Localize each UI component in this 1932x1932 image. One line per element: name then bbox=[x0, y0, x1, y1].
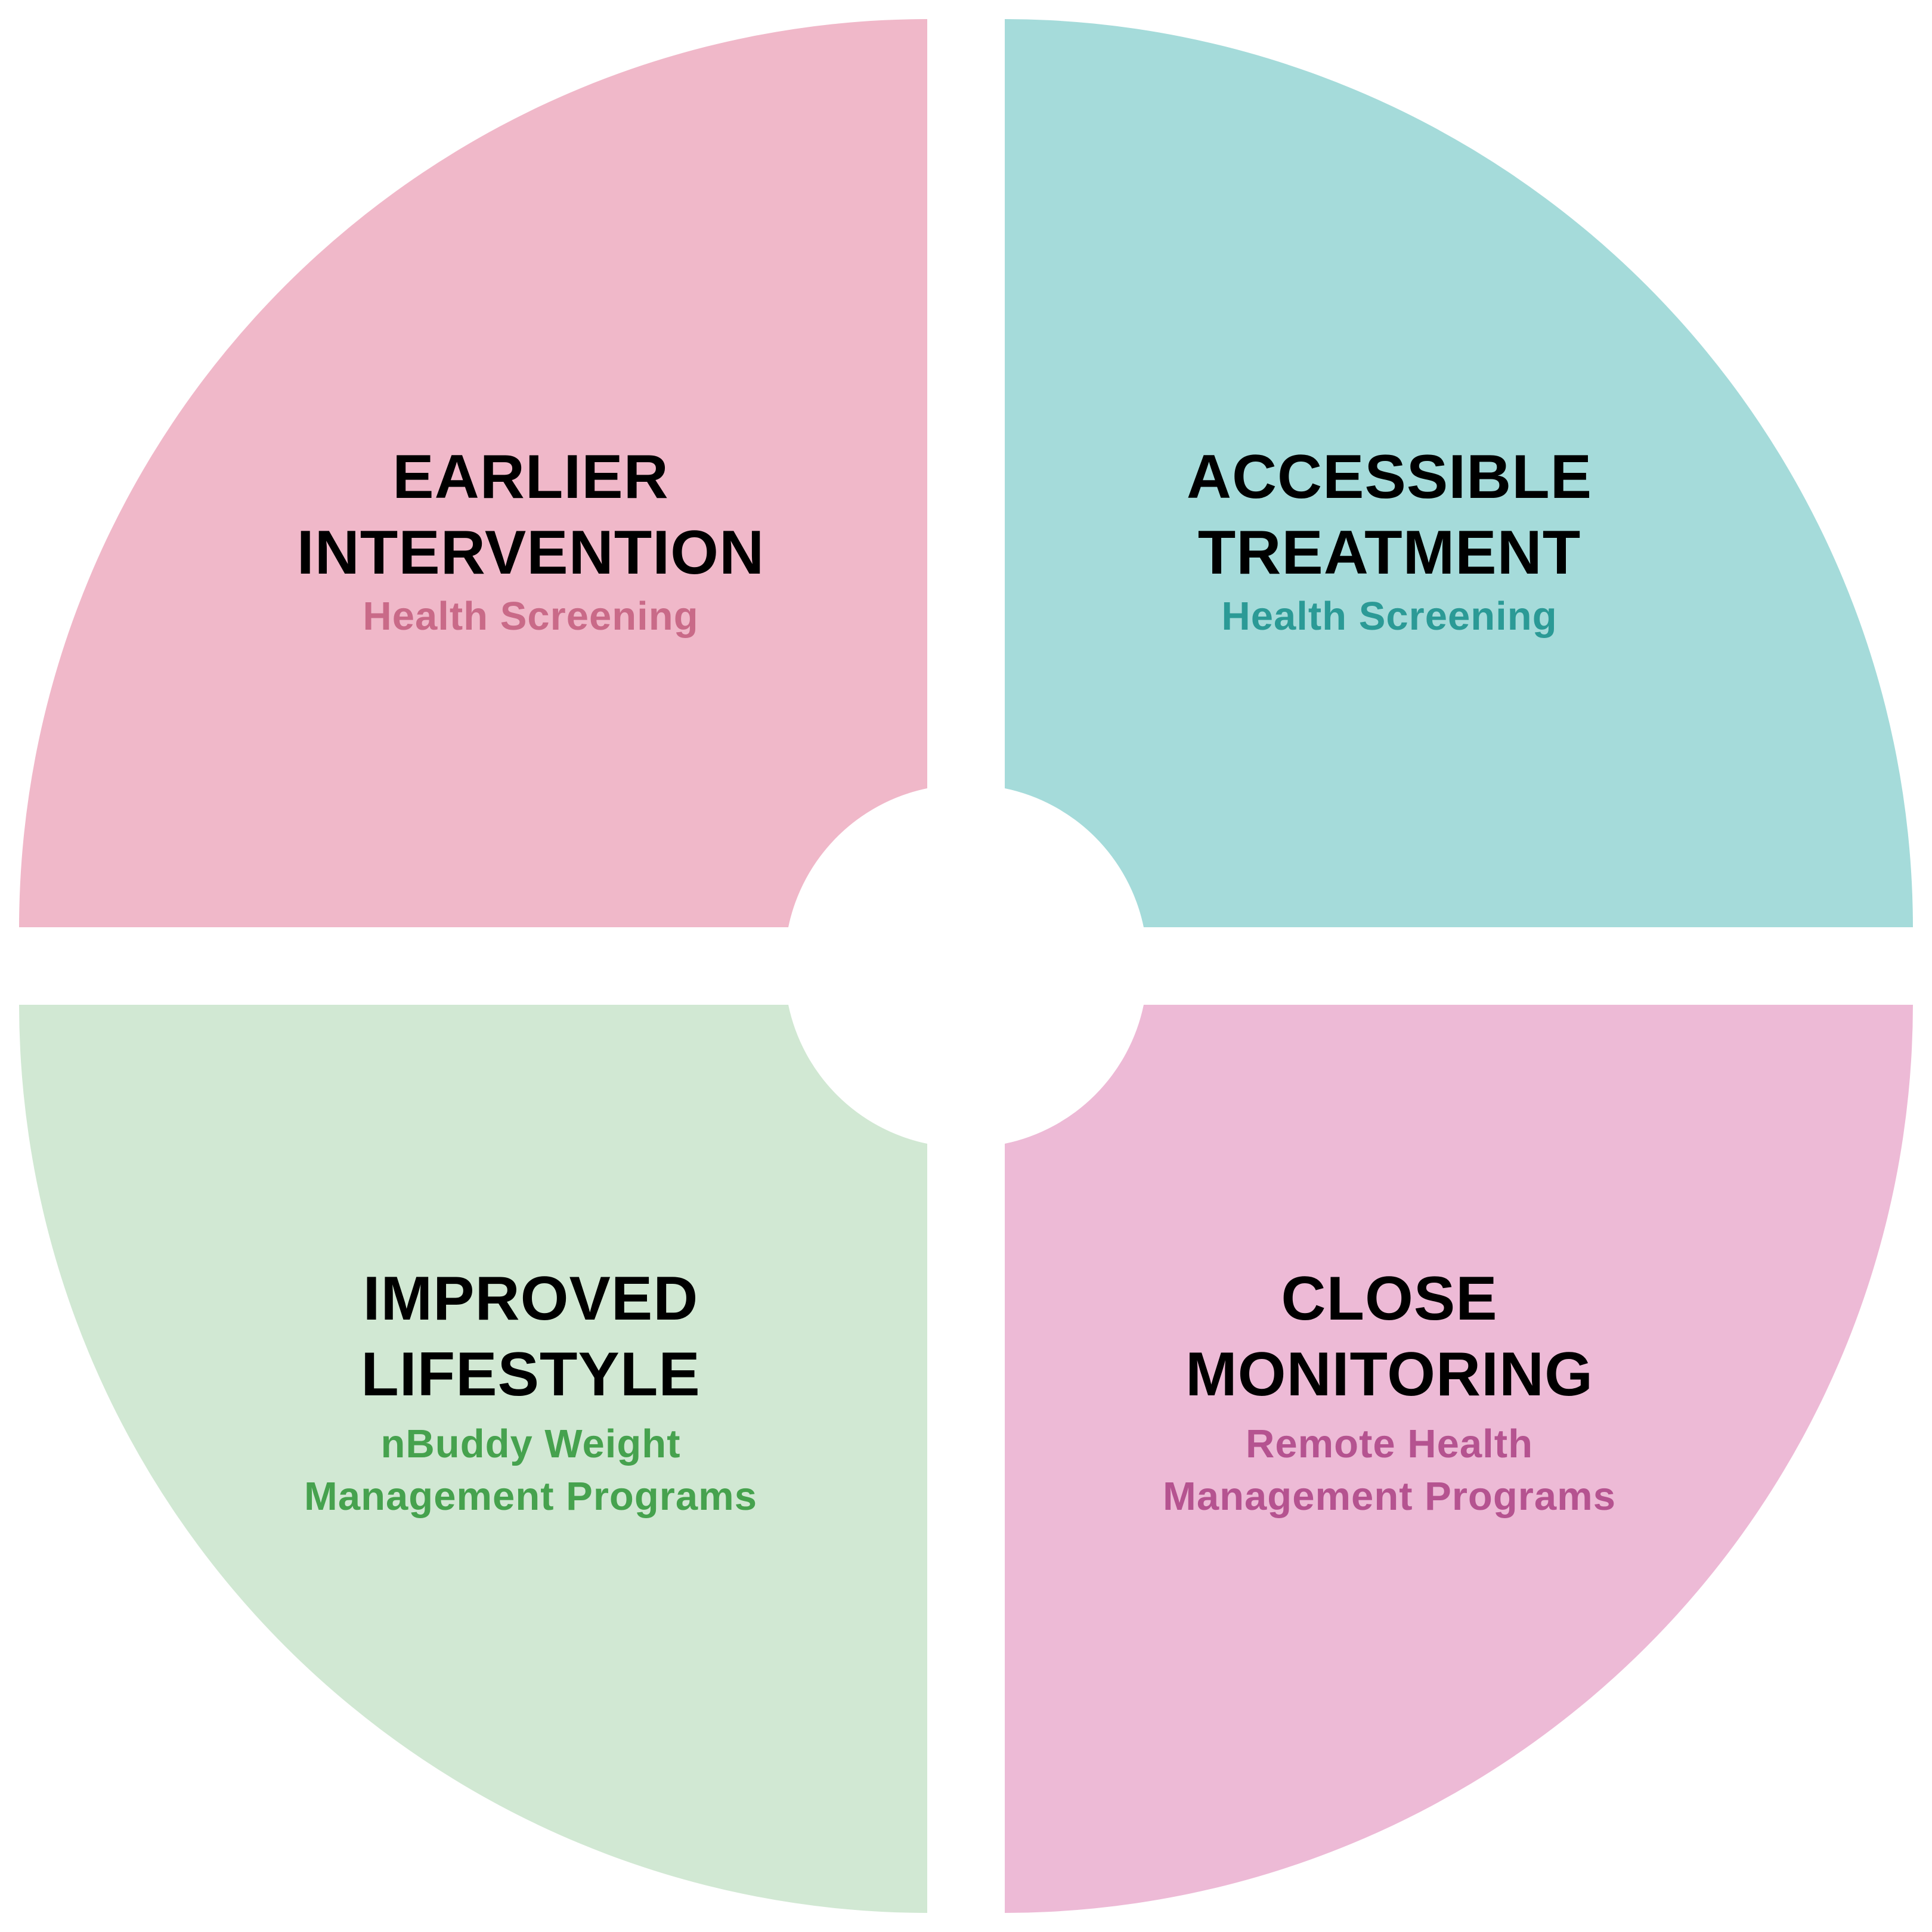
quadrant-subtitle-line: Remote Health bbox=[1246, 1422, 1533, 1466]
quadrant-earlier-intervention: EARLIER INTERVENTION Health Screening bbox=[19, 19, 927, 927]
quadrant-title-line: CLOSE bbox=[1281, 1264, 1497, 1333]
quadrant-title-line: IMPROVED bbox=[363, 1264, 699, 1333]
quadrant-title-line: LIFESTYLE bbox=[361, 1340, 700, 1409]
quadrant-title-line: MONITORING bbox=[1185, 1340, 1593, 1409]
quadrant-shape-bottom-left bbox=[19, 1005, 927, 1913]
quadrant-shape-top-left bbox=[19, 19, 927, 927]
quadrant-subtitle-line: Management Programs bbox=[1163, 1474, 1616, 1519]
quadrant-subtitle-line: Management Programs bbox=[304, 1474, 757, 1519]
quadrant-subtitle-line: Health Screening bbox=[1221, 594, 1557, 639]
quadrant-shape-bottom-right bbox=[1005, 1005, 1913, 1913]
quadrant-title-line: ACCESSIBLE bbox=[1187, 442, 1592, 512]
quadrant-shape-top-right bbox=[1005, 19, 1913, 927]
quadrant-title-line: TREATMENT bbox=[1198, 518, 1581, 587]
quadrant-accessible-treatment: ACCESSIBLE TREATMENT Health Screening bbox=[1005, 19, 1913, 927]
quadrant-improved-lifestyle: IMPROVED LIFESTYLE nBuddy Weight Managem… bbox=[19, 1005, 927, 1913]
quadrant-subtitle-line: nBuddy Weight bbox=[380, 1422, 680, 1466]
quadrant-subtitle-line: Health Screening bbox=[363, 594, 698, 639]
quadrant-close-monitoring: CLOSE MONITORING Remote Health Managemen… bbox=[1005, 1005, 1913, 1913]
quadrant-title-line: EARLIER bbox=[392, 442, 668, 512]
quadrant-title-line: INTERVENTION bbox=[297, 518, 764, 587]
